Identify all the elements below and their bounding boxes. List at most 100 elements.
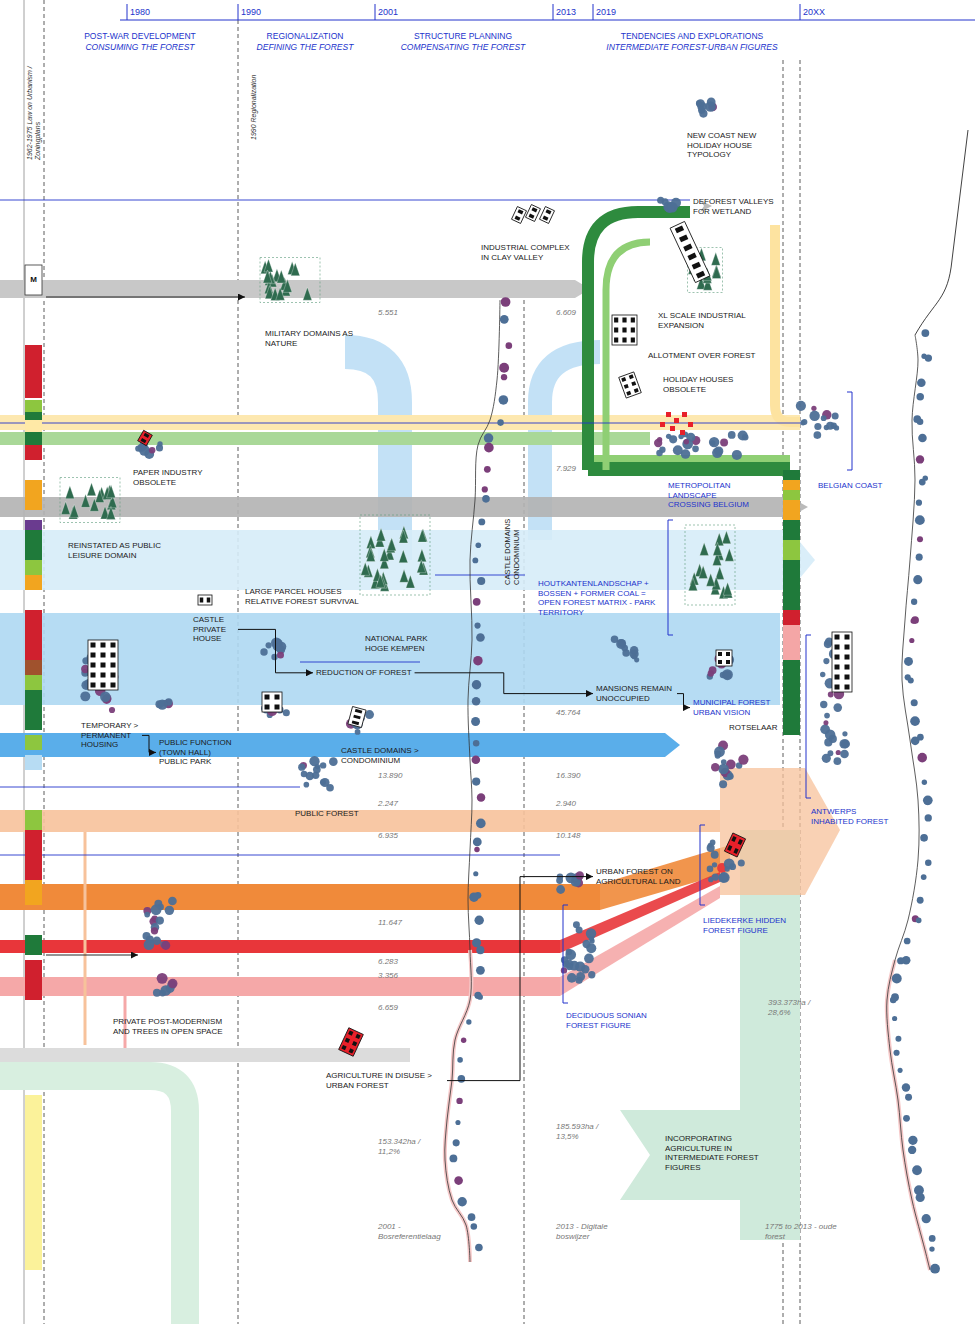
color-column-cell [25,1095,42,1270]
tree-crown [916,1193,925,1202]
building-icon [348,706,366,727]
color-column-cell [25,530,42,560]
conifer [699,566,708,579]
tree-crown [476,633,485,642]
tree-crown [476,966,485,975]
building-window [629,374,634,379]
tree-crown [315,764,320,769]
building-window [631,318,635,323]
label-text: COMPENSATING THE FOREST [378,42,548,52]
conifer [291,263,300,276]
caption-text: PUBLIC FOREST [295,809,359,819]
color-column-cell [783,660,800,735]
label-text: 2001 [378,7,398,18]
tree-crown [135,445,141,451]
caption-text: PRIVATE POST-MODERNISM AND TREES IN OPEN… [113,1017,233,1036]
building-icon [619,372,642,398]
tree-crown [151,904,162,915]
color-column-cell [783,560,800,610]
color-column-cell [25,610,42,660]
tree-crown [732,450,742,460]
conifer [706,573,715,586]
building-window [845,655,850,660]
building-window [144,433,150,438]
color-column-cell [25,935,42,955]
building-outline [724,833,745,857]
color-column-cell [25,660,42,675]
label-text: 393.373ha / 28,6% [768,998,820,1017]
tree-crown [890,997,897,1004]
label-text: 2019 [596,7,616,18]
tree-crown [813,431,821,439]
building-window [545,209,551,214]
building-outline [512,207,527,224]
building-window [614,328,618,333]
tree-crown [283,709,290,716]
building-window [200,598,204,603]
flow-band [0,884,600,910]
tree-crown [456,1098,462,1104]
figure-caption: LARGE PARCEL HOUSES RELATIVE FOREST SURV… [242,586,374,607]
tree-crown [472,938,481,947]
caption-text: BELGIAN COAST [818,481,882,491]
edge-trees [450,297,513,1251]
color-column-cell [25,432,42,445]
building-window [355,1034,360,1039]
holiday-house [670,426,675,431]
flow-connector [142,735,156,752]
tree-crown [589,936,594,941]
tree-crown [506,342,513,349]
tree-crown [723,671,731,679]
figure-caption: INDUSTRIAL COMPLEX IN CLAY VALLEY [478,242,578,263]
building-window [543,216,549,221]
color-column-cell [783,470,800,480]
caption-text: DECIDUOUS SONIAN FOREST FIGURE [566,1011,662,1030]
tree-crown [712,873,719,880]
tree-cluster [611,635,639,662]
tree-crown [466,1019,471,1024]
cluster-outline [360,515,430,595]
building-outline [88,640,118,690]
tree-crown [576,972,585,981]
figure-caption: MUNICIPAL FOREST URBAN VISION [690,697,782,718]
tree-crown [320,779,326,785]
figure-caption: BELGIAN COAST [815,480,885,492]
building-outline [198,595,212,605]
tree-crown [908,1136,917,1145]
figure-caption: AGRICULTURE IN DISUSE > URBAN FOREST [323,1070,447,1091]
figure-caption: TEMPORARY > PERMANENT HOUSING [78,720,142,751]
tree-crown [698,107,705,114]
building-outline [262,692,282,712]
tree-crown [501,297,511,307]
tree-crown [696,99,705,108]
tree-crown [476,819,486,829]
flow-connector [238,629,313,672]
cluster-outline [260,258,320,303]
conifer-cluster [60,478,120,523]
figure-caption: ROTSELAAR [726,722,780,734]
building-window [91,673,96,678]
tree-crown [454,1176,463,1185]
tree-crown [820,701,827,708]
label-text: 185.593ha / 13,5% [556,1122,616,1141]
tree-crown [566,964,573,971]
tree-crown [814,423,821,430]
figure-caption: REDUCTION OF FOREST [313,667,415,679]
figure-caption: ALLOTMENT OVER FOREST [645,350,758,362]
building-window [835,635,840,640]
tree-crown [923,796,933,806]
building-icon [262,692,282,712]
label: 1990 Regionalization [250,50,258,140]
flow-arc [345,352,395,560]
figure-caption: DEFOREST VALLEYS FOR WETLAND [690,196,780,217]
label: 20XX [803,7,825,18]
forest-edge [915,130,968,335]
timeline-tick [238,4,239,20]
conifer [711,252,720,265]
building-window [111,673,116,678]
building-window [835,655,840,660]
agriculture-band [0,1076,185,1324]
tree-crown [576,871,584,879]
flow-band [560,886,720,996]
